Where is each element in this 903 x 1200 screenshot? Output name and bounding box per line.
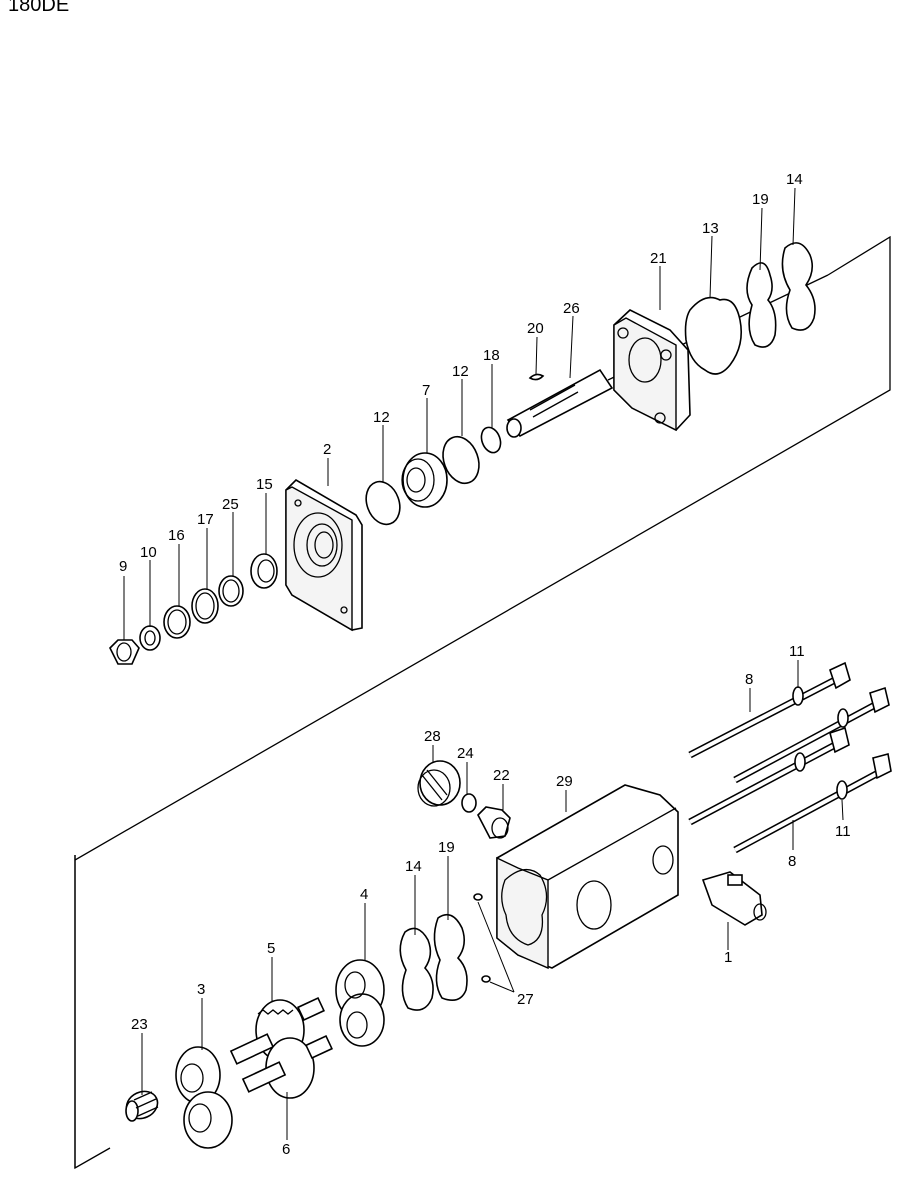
callout-10: 10 <box>140 544 157 561</box>
callout-8-b: 8 <box>788 853 796 870</box>
callout-19-lower: 19 <box>438 839 455 856</box>
callout-21: 21 <box>650 250 667 267</box>
part-seal-19-lower <box>433 913 468 1001</box>
part-bolt-8b <box>733 753 892 854</box>
callout-12-b: 12 <box>373 409 390 426</box>
callout-28: 28 <box>424 728 441 745</box>
callout-12-a: 12 <box>452 363 469 380</box>
part-shaft-26 <box>506 368 614 438</box>
part-ring-25 <box>218 575 244 607</box>
part-seal-14-lower <box>399 927 434 1011</box>
part-ring-18 <box>480 426 502 454</box>
part-bolt-a2 <box>733 686 890 784</box>
part-o-ring-12b <box>442 435 480 485</box>
part-fitting-22 <box>477 806 511 839</box>
part-seal-15 <box>250 553 278 589</box>
part-washer-11a <box>792 686 804 706</box>
part-nut-9 <box>109 639 140 665</box>
callout-9: 9 <box>119 558 127 575</box>
part-bolt-a3 <box>688 726 850 826</box>
callout-6: 6 <box>282 1141 290 1158</box>
callout-24: 24 <box>457 745 474 762</box>
callout-25: 25 <box>222 496 239 513</box>
part-o-ring-12a <box>365 480 401 526</box>
assembly-frame <box>74 235 891 1168</box>
part-bushing-4 <box>335 959 385 1047</box>
callout-15: 15 <box>256 476 273 493</box>
part-gasket-13 <box>684 296 743 375</box>
part-seal-19-upper <box>746 262 777 348</box>
callout-27: 27 <box>517 991 534 1008</box>
callout-22: 22 <box>493 767 510 784</box>
callout-5: 5 <box>267 940 275 957</box>
leader-lines <box>123 187 844 1140</box>
callout-labels: 14 19 13 21 26 20 18 12 7 12 2 15 25 17 … <box>119 171 851 1158</box>
callout-8-a: 8 <box>745 671 753 688</box>
callout-17: 17 <box>197 511 214 528</box>
callout-4: 4 <box>360 886 368 903</box>
part-ring-24 <box>461 793 477 813</box>
callout-11-a: 11 <box>789 643 805 660</box>
part-bolt-8a <box>688 661 851 759</box>
part-key-20 <box>528 373 545 381</box>
part-washer-10 <box>139 625 161 651</box>
callout-1: 1 <box>724 949 732 966</box>
callout-23: 23 <box>131 1016 148 1033</box>
part-gear-6 <box>241 1034 333 1099</box>
callout-26: 26 <box>563 300 580 317</box>
callout-11-b: 11 <box>835 823 851 840</box>
assembly-frame-left <box>74 855 111 1170</box>
part-snap-ring-17 <box>191 588 219 624</box>
callout-14-upper: 14 <box>786 171 803 188</box>
part-plug-28 <box>417 760 461 807</box>
callout-14-lower: 14 <box>405 858 422 875</box>
callout-16: 16 <box>168 527 185 544</box>
diagram-title: 180DE <box>8 0 70 16</box>
callout-20: 20 <box>527 320 544 337</box>
part-coupling-23 <box>125 1090 159 1122</box>
part-valve-1 <box>701 871 767 926</box>
part-pins-27 <box>473 893 491 983</box>
callout-7: 7 <box>422 382 430 399</box>
part-seal-14-upper <box>781 242 816 331</box>
callout-3: 3 <box>197 981 205 998</box>
part-pump-body-29 <box>496 784 679 970</box>
callout-29: 29 <box>556 773 573 790</box>
part-front-cover-2 <box>285 478 363 632</box>
callout-19-upper: 19 <box>752 191 769 208</box>
part-rear-flange-21 <box>613 309 691 432</box>
part-ring-16 <box>163 605 191 639</box>
part-bushing-3 <box>175 1046 233 1149</box>
callout-18: 18 <box>483 347 500 364</box>
callout-2: 2 <box>323 441 331 458</box>
part-bearing-7 <box>401 452 448 508</box>
callout-13: 13 <box>702 220 719 237</box>
